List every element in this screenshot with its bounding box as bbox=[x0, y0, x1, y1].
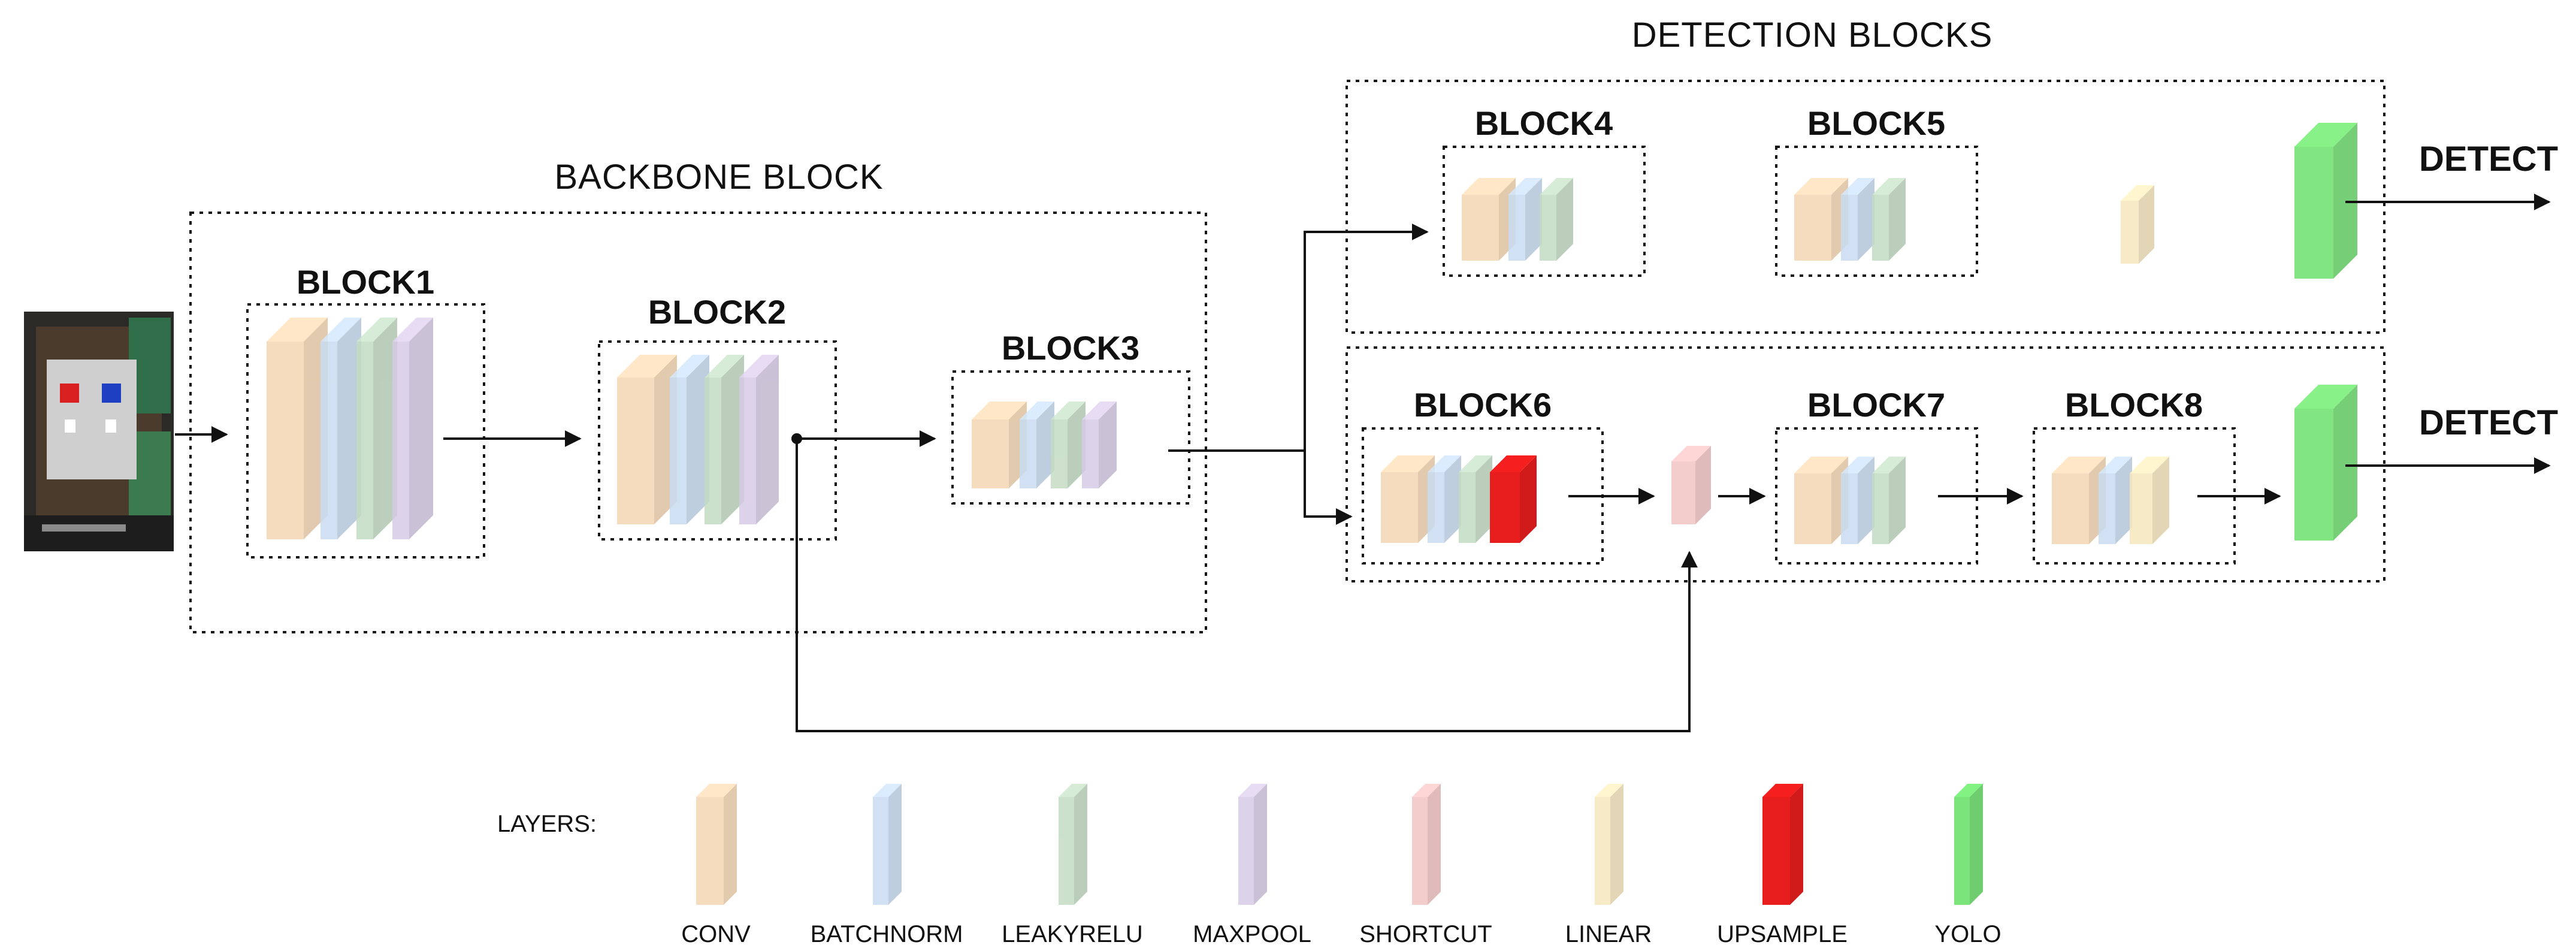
block6-upsample-layer bbox=[1490, 455, 1537, 543]
legend-swatch-conv bbox=[696, 784, 737, 905]
block7-batchnorm-layer bbox=[1841, 457, 1874, 544]
block2-leakyrelu-layer bbox=[705, 355, 744, 524]
block5-batchnorm-layer bbox=[1841, 178, 1874, 261]
block3-leakyrelu-layer bbox=[1051, 401, 1086, 488]
backbone-title: BACKBONE BLOCK bbox=[554, 158, 883, 197]
block1-maxpool-layer bbox=[392, 318, 433, 539]
block3-frame bbox=[951, 370, 1190, 505]
detect-bottom-label: DETECT bbox=[2419, 403, 2558, 442]
block3-maxpool-layer bbox=[1082, 401, 1117, 488]
block8-batchnorm-layer bbox=[2099, 457, 2132, 544]
block6-leakyrelu-layer bbox=[1459, 455, 1492, 543]
block8-label: BLOCK8 bbox=[2065, 386, 2203, 424]
standalone-shortcut-layer bbox=[1671, 446, 1711, 524]
block1-conv-layer bbox=[267, 318, 328, 539]
block6-label: BLOCK6 bbox=[1414, 386, 1552, 424]
legend-swatch-maxpool bbox=[1238, 784, 1267, 905]
block8-conv-layer bbox=[2052, 457, 2106, 544]
detection-frame-bottom bbox=[1346, 346, 2385, 582]
junction-dot bbox=[791, 433, 802, 444]
legend-swatch-upsample bbox=[1762, 784, 1803, 905]
block2-maxpool-layer bbox=[739, 355, 779, 524]
legend-label-conv: CONV bbox=[681, 921, 751, 947]
backbone-block-frame bbox=[189, 212, 1207, 633]
block5-leakyrelu-layer bbox=[1872, 178, 1906, 261]
legend-swatch-linear bbox=[1595, 784, 1623, 905]
legend-swatch-batchnorm bbox=[873, 784, 902, 905]
legend-label-yolo: YOLO bbox=[1934, 921, 2001, 947]
legend-swatch-yolo bbox=[1954, 784, 1983, 905]
block4-conv-layer bbox=[1462, 178, 1516, 261]
detection-title: DETECTION BLOCKS bbox=[1632, 16, 1993, 55]
detect-top-label: DETECT bbox=[2419, 140, 2558, 179]
arrow-to-block6 bbox=[1304, 451, 1353, 525]
block4-leakyrelu-layer bbox=[1540, 178, 1573, 261]
block2-batchnorm-layer bbox=[670, 355, 709, 524]
block7-leakyrelu-layer bbox=[1872, 457, 1906, 544]
block3-conv-layer bbox=[972, 401, 1027, 488]
block3-label: BLOCK3 bbox=[1002, 329, 1139, 367]
block7-frame bbox=[1775, 427, 1978, 564]
standalone-linear-layer bbox=[2121, 185, 2154, 264]
block4-label: BLOCK4 bbox=[1475, 104, 1613, 142]
block6-conv-layer bbox=[1381, 455, 1435, 543]
block5-label: BLOCK5 bbox=[1807, 104, 1945, 142]
legend-label-linear: LINEAR bbox=[1565, 921, 1652, 947]
block1-batchnorm-layer bbox=[321, 318, 361, 539]
yolo-bottom-layer bbox=[2294, 385, 2357, 541]
input-image bbox=[24, 312, 174, 551]
block7-conv-layer bbox=[1794, 457, 1848, 544]
block8-frame bbox=[2033, 427, 2236, 564]
block7-label: BLOCK7 bbox=[1807, 386, 1945, 424]
arrow-to-block4 bbox=[1304, 224, 1429, 451]
block3-batchnorm-layer bbox=[1020, 401, 1054, 488]
block5-frame bbox=[1775, 146, 1978, 277]
legend-label-shortcut: SHORTCUT bbox=[1359, 921, 1492, 947]
legend-swatch-leakyrelu bbox=[1059, 784, 1087, 905]
legend-label-batchnorm: BATCHNORM bbox=[811, 921, 963, 947]
detection-frame-top bbox=[1346, 80, 2385, 334]
block1-leakyrelu-layer bbox=[356, 318, 397, 539]
block4-batchnorm-layer bbox=[1508, 178, 1542, 261]
legend-swatch-shortcut bbox=[1412, 784, 1441, 905]
legend-title: LAYERS: bbox=[497, 811, 597, 837]
arrow-skip-block2-to-shortcut bbox=[796, 439, 1698, 732]
legend-label-upsample: UPSAMPLE bbox=[1717, 921, 1848, 947]
legend-label-maxpool: MAXPOOL bbox=[1193, 921, 1311, 947]
block8-linear-layer bbox=[2130, 457, 2169, 544]
block2-label: BLOCK2 bbox=[648, 293, 786, 331]
block6-batchnorm-layer bbox=[1428, 455, 1461, 543]
block2-conv-layer bbox=[617, 355, 677, 524]
block1-frame bbox=[246, 303, 485, 558]
block4-frame bbox=[1443, 146, 1646, 277]
legend-label-leakyrelu: LEAKYRELU bbox=[1002, 921, 1143, 947]
block1-label: BLOCK1 bbox=[297, 263, 434, 301]
block5-conv-layer bbox=[1794, 178, 1848, 261]
block2-frame bbox=[598, 340, 837, 541]
